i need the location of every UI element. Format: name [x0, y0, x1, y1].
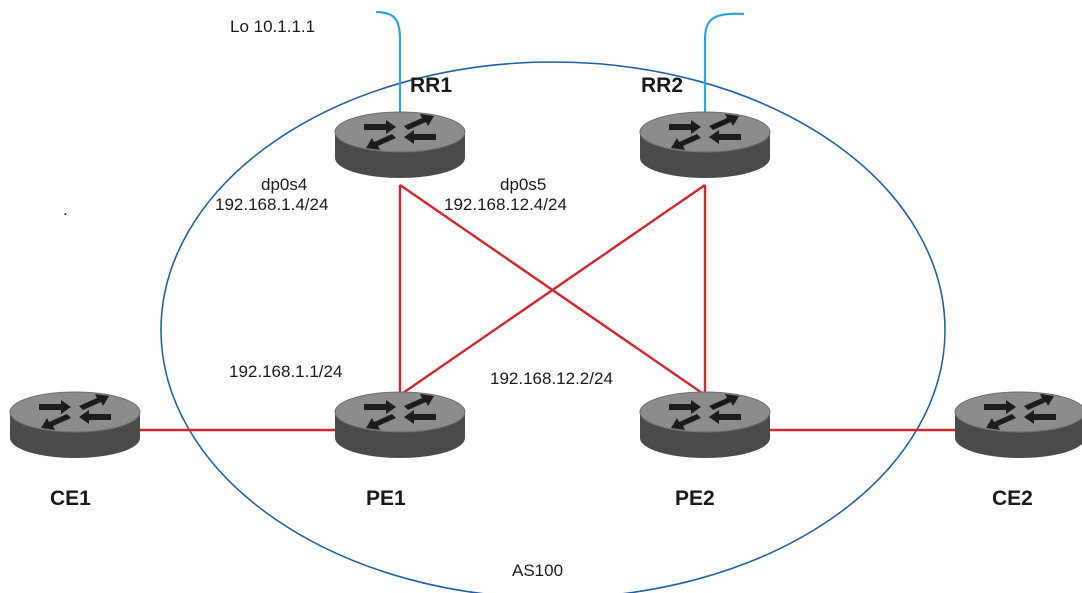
rr1-if1-name: dp0s4	[261, 175, 307, 194]
pe1-ip-label: 192.168.1.1/24	[229, 362, 342, 381]
loopback-label: Lo 10.1.1.1	[230, 17, 315, 36]
rr1-if2-ip: 192.168.12.4/24	[444, 195, 567, 214]
stray-mark: .	[63, 200, 68, 219]
pe2-label: PE2	[675, 487, 715, 510]
ce2-label: CE2	[992, 487, 1033, 510]
rr1-if2-name: dp0s5	[500, 175, 546, 194]
as100-boundary	[160, 61, 946, 593]
router-icon-rr2	[639, 111, 771, 178]
router-icon-ce2	[954, 391, 1082, 458]
pe2-ip-label: 192.168.12.2/24	[490, 369, 613, 388]
link-rr2-pe1	[399, 184, 706, 396]
rr1-label: RR1	[410, 74, 452, 97]
router-icon-ce1	[9, 391, 141, 458]
rr1-if1-ip: 192.168.1.4/24	[215, 195, 328, 214]
pe1-label: PE1	[366, 487, 406, 510]
ce1-label: CE1	[50, 487, 91, 510]
links-layer	[138, 184, 962, 432]
routers-layer	[9, 111, 1082, 458]
router-icon-pe1	[334, 391, 466, 458]
as-label: AS100	[512, 561, 563, 580]
rr2-label: RR2	[641, 74, 683, 97]
router-icon-pe2	[639, 391, 771, 458]
router-icon-rr1	[334, 111, 466, 178]
rr2-loopback-antenna	[703, 12, 745, 135]
rr1-loopback-antenna	[375, 10, 402, 135]
